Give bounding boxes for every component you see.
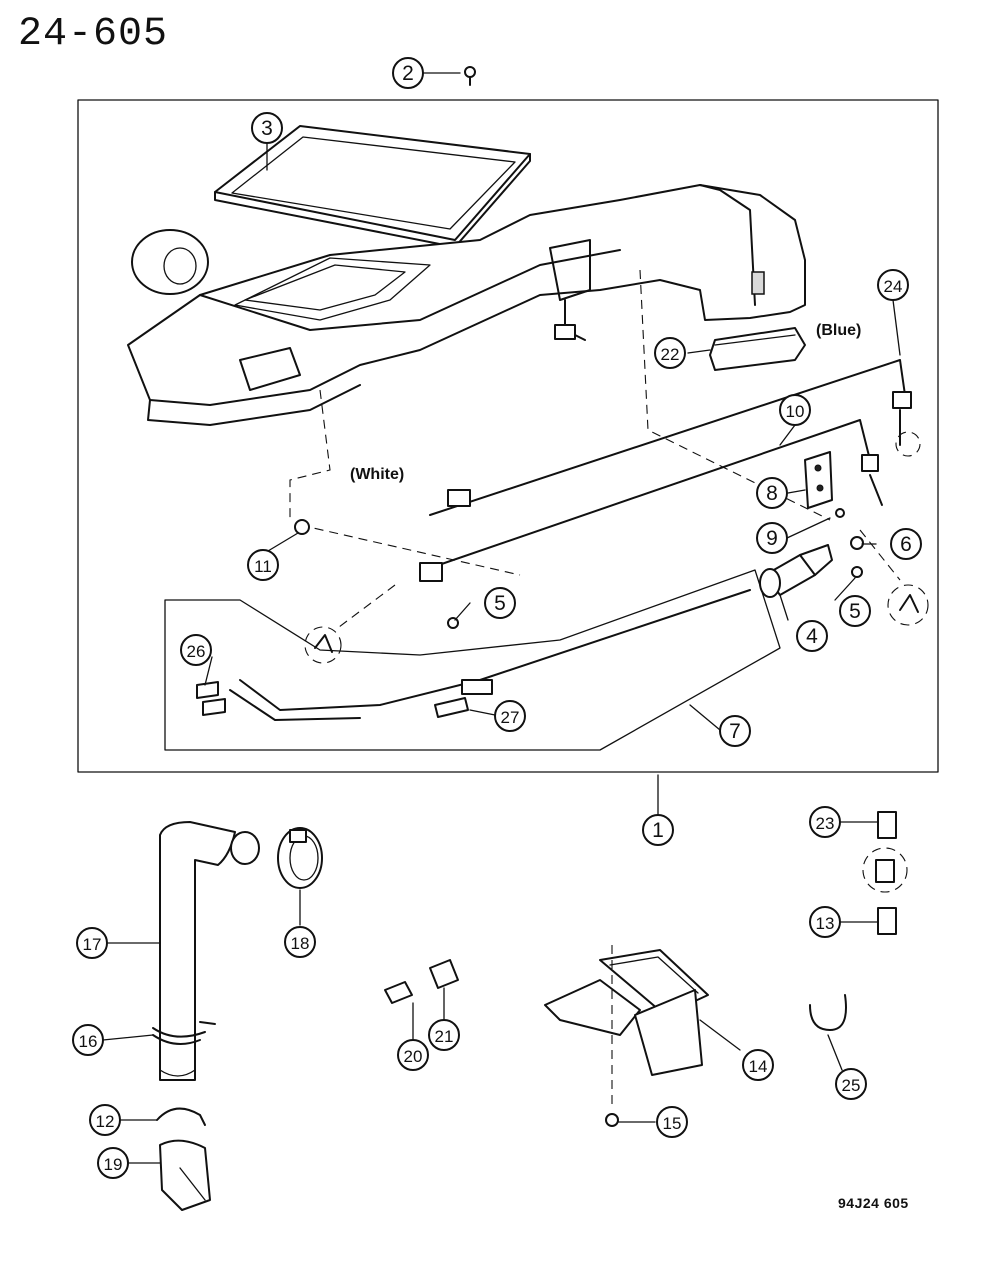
svg-text:27: 27: [501, 708, 520, 727]
callout-1: 1: [642, 814, 674, 846]
svg-text:22: 22: [661, 345, 680, 364]
callout-6: 6: [890, 528, 922, 560]
callout-3: 3: [251, 112, 283, 144]
svg-text:4: 4: [806, 625, 818, 648]
svg-text:14: 14: [749, 1057, 768, 1076]
callout-18: 18: [284, 926, 316, 958]
callout-leaders: [102, 72, 901, 1164]
svg-text:5: 5: [849, 600, 861, 623]
callout-20: 20: [397, 1039, 429, 1071]
callout-26: 26: [180, 634, 212, 666]
svg-text:20: 20: [404, 1047, 423, 1066]
inset-circles: [304, 431, 929, 893]
callout-2: 2: [392, 57, 424, 89]
svg-text:7: 7: [729, 720, 741, 743]
drawing-code: 94J24 605: [838, 1195, 909, 1211]
part-cables: [419, 359, 912, 582]
callout-24: 24: [877, 269, 909, 301]
annotation-white: (White): [350, 466, 405, 483]
part-adapter: [159, 1139, 211, 1211]
callout-16: 16: [72, 1024, 104, 1056]
svg-text:24: 24: [884, 277, 903, 296]
callout-12: 12: [89, 1104, 121, 1136]
callout-25: 25: [835, 1068, 867, 1100]
svg-text:10: 10: [786, 402, 805, 421]
svg-text:1: 1: [652, 819, 664, 842]
svg-text:17: 17: [83, 935, 102, 954]
svg-text:2: 2: [402, 62, 414, 85]
svg-text:23: 23: [816, 814, 835, 833]
part-nozzle: [384, 959, 459, 1004]
part-clips: [877, 811, 897, 935]
callouts: 1 2 3 4 5 5 6 7 8 9 10 11 12 13 14 15 16…: [72, 57, 922, 1179]
part-hardware: [294, 66, 864, 629]
callout-9: 9: [756, 522, 788, 554]
svg-text:11: 11: [254, 557, 272, 576]
callout-27: 27: [494, 700, 526, 732]
part-hose-clamp: [277, 827, 323, 889]
part-harness: [164, 569, 781, 751]
part-duct-housing: [127, 184, 806, 426]
callout-15: 15: [656, 1106, 688, 1138]
assembly-frame: [77, 99, 939, 773]
part-duct-band: [709, 327, 806, 371]
callout-22: 22: [654, 337, 686, 369]
callout-13: 13: [809, 906, 841, 938]
part-switch: [804, 451, 833, 509]
callout-7: 7: [719, 715, 751, 747]
part-screw: [605, 945, 619, 1127]
part-vacuum-actuator: [759, 544, 833, 598]
callout-19: 19: [97, 1147, 129, 1179]
svg-text:21: 21: [435, 1027, 454, 1046]
part-grommet: [434, 697, 469, 718]
callout-5a: 5: [484, 587, 516, 619]
svg-text:12: 12: [96, 1112, 115, 1131]
callout-17: 17: [76, 927, 108, 959]
annotation-blue: (Blue): [816, 322, 862, 339]
callout-11: 11: [247, 549, 279, 581]
part-gasket: [214, 125, 531, 248]
callout-5b: 5: [839, 595, 871, 627]
callout-23: 23: [809, 806, 841, 838]
leader-lines: [289, 269, 901, 631]
callout-14: 14: [742, 1049, 774, 1081]
part-elbow-duct: [159, 821, 260, 1081]
svg-text:5: 5: [494, 592, 506, 615]
part-outlet: [544, 949, 709, 1076]
part-clamp: [152, 1021, 216, 1045]
callout-8: 8: [756, 477, 788, 509]
page-number: 24-605: [18, 12, 169, 57]
svg-text:13: 13: [816, 914, 835, 933]
callout-21: 21: [428, 1019, 460, 1051]
part-seal-disc: [131, 229, 209, 295]
callout-4: 4: [796, 620, 828, 652]
svg-text:8: 8: [766, 482, 778, 505]
svg-text:16: 16: [79, 1032, 98, 1051]
svg-text:3: 3: [261, 117, 273, 140]
svg-text:25: 25: [842, 1076, 861, 1095]
svg-text:19: 19: [104, 1155, 123, 1174]
part-hose: [809, 994, 847, 1031]
svg-text:26: 26: [187, 642, 206, 661]
svg-text:18: 18: [291, 934, 310, 953]
callout-10: 10: [779, 394, 811, 426]
svg-text:15: 15: [663, 1114, 682, 1133]
part-brackets: [239, 239, 591, 391]
part-ring-clip: [156, 1107, 206, 1126]
svg-text:6: 6: [900, 533, 912, 556]
svg-text:9: 9: [766, 527, 778, 550]
